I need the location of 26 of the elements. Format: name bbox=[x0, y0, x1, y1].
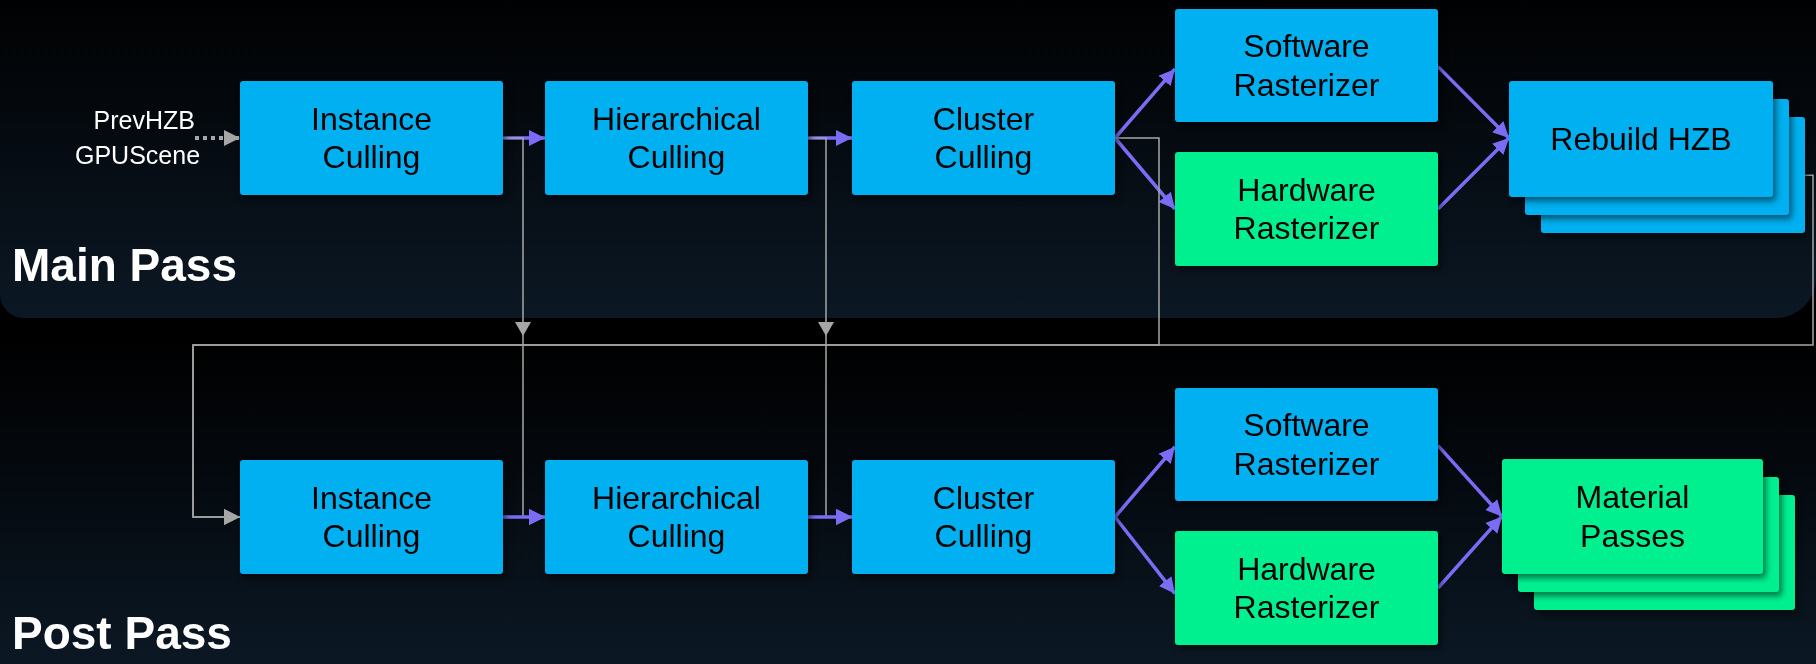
box-label: Instance Culling bbox=[310, 478, 433, 556]
pass-title: Post Pass bbox=[12, 608, 232, 659]
process-box bbox=[1175, 531, 1438, 645]
box-label: Cluster Culling bbox=[931, 478, 1036, 556]
process-box bbox=[852, 460, 1115, 574]
box-label: Software Rasterizer bbox=[1232, 27, 1381, 104]
box-label: Software Rasterizer bbox=[1232, 406, 1381, 483]
process-box bbox=[240, 460, 503, 574]
box-label: Hardware Rasterizer bbox=[1232, 170, 1381, 248]
process-box bbox=[545, 81, 808, 195]
process-box bbox=[852, 81, 1115, 195]
process-box bbox=[545, 460, 808, 574]
stacked-process-box bbox=[1502, 459, 1795, 610]
process-box bbox=[1175, 388, 1438, 501]
box-label: Rebuild HZB bbox=[1550, 119, 1732, 159]
box-label: Hierarchical Culling bbox=[591, 99, 762, 177]
box-label: Hierarchical Culling bbox=[591, 478, 762, 556]
pass-title: Main Pass bbox=[12, 240, 237, 291]
process-box bbox=[240, 81, 503, 195]
box-label: Hardware Rasterizer bbox=[1232, 549, 1381, 627]
box-label: Instance Culling bbox=[310, 99, 433, 177]
stacked-process-box bbox=[1509, 81, 1805, 233]
process-box bbox=[1175, 9, 1438, 122]
process-box bbox=[1175, 152, 1438, 266]
box-label: Material Passes bbox=[1574, 478, 1691, 555]
box-label: Cluster Culling bbox=[931, 99, 1036, 177]
